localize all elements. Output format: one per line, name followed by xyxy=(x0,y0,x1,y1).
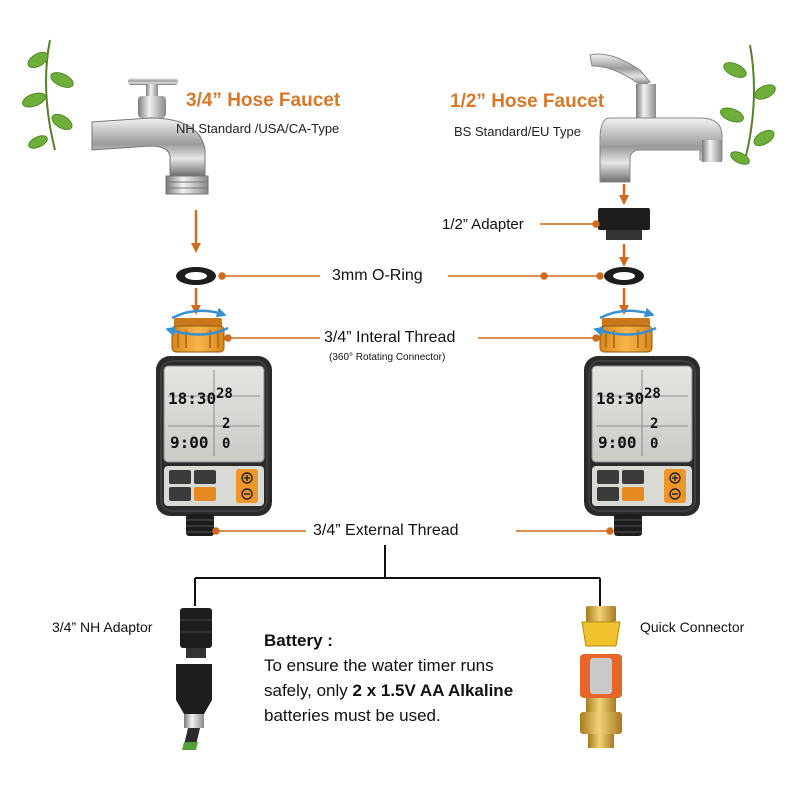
nh-adaptor-label: 3/4” NH Adaptor xyxy=(52,619,153,635)
lcd-min-text: 2 xyxy=(222,416,230,432)
left-faucet-standard: NH Standard /USA/CA-Type xyxy=(176,121,340,136)
bracket-lines xyxy=(194,545,601,606)
lcd-days-text: 0 xyxy=(222,436,230,452)
quick-connector-image xyxy=(580,606,622,748)
callout-lines xyxy=(212,220,614,535)
battery-line-3: batteries must be used. xyxy=(264,706,441,725)
lcd-days-text: 0 xyxy=(650,436,658,452)
battery-line-2-bold: 2 x 1.5V AA Alkaline xyxy=(352,681,514,700)
lcd-right: 18:30 28 2 9:00 0 xyxy=(596,386,661,452)
oring-label: 3mm O-Ring xyxy=(332,267,423,284)
left-faucet-title: 3/4” Hose Faucet xyxy=(186,90,341,111)
timer-left-image xyxy=(155,317,273,537)
battery-line-2-text: safely, only xyxy=(264,681,353,700)
right-faucet-title: 1/2” Hose Faucet xyxy=(450,91,605,112)
timer-right-image xyxy=(583,317,701,537)
battery-line-2: safely, only 2 x 1.5V AA Alkaline xyxy=(264,678,564,703)
adapter-image xyxy=(598,208,650,240)
nh-adaptor-image xyxy=(180,608,212,658)
quick-connector-label: Quick Connector xyxy=(640,619,745,635)
battery-line-1: To ensure the water timer runs xyxy=(264,656,494,675)
right-faucet-standard: BS Standard/EU Type xyxy=(454,124,581,139)
hose-fitting-image xyxy=(176,664,212,750)
rotating-note: (360° Rotating Connector) xyxy=(329,352,446,363)
interal-thread-label: 3/4” Interal Thread xyxy=(324,329,456,346)
lcd-left: 18:30 28 2 9:00 0 xyxy=(168,386,233,452)
rotate-left-icon xyxy=(165,307,229,337)
lcd-start-text: 9:00 xyxy=(598,433,637,452)
battery-note: Battery : To ensure the water timer runs… xyxy=(264,628,564,728)
lcd-sec-text: 28 xyxy=(644,386,661,402)
rotate-right-icon xyxy=(593,307,657,337)
external-thread-label: 3/4” External Thread xyxy=(313,522,459,539)
lcd-start-text: 9:00 xyxy=(170,433,209,452)
right-faucet-image xyxy=(589,53,723,183)
vine-left-decor xyxy=(22,39,74,151)
lcd-min-text: 2 xyxy=(650,416,658,432)
lcd-clock-text: 18:30 xyxy=(168,389,216,408)
vine-right-decor xyxy=(720,44,776,165)
left-faucet-image xyxy=(91,78,209,195)
lcd-clock-text: 18:30 xyxy=(596,389,644,408)
lcd-sec-text: 28 xyxy=(216,386,233,402)
battery-heading: Battery : xyxy=(264,631,333,650)
adapter-label: 1/2” Adapter xyxy=(442,216,524,233)
